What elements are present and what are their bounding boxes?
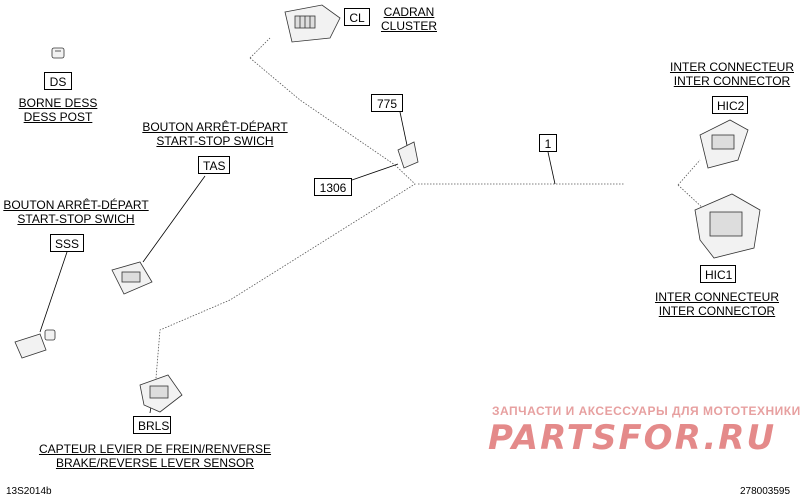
leader-sss (39, 251, 68, 333)
code-box-hic1: HIC1 (700, 265, 736, 283)
code-box-brls: BRLS (133, 416, 171, 434)
hic2-label-en: INTER CONNECTOR (673, 74, 791, 88)
tas-label-fr: BOUTON ARRÊT-DÉPART (142, 120, 288, 134)
hic2-label-fr: INTER CONNECTEUR (669, 60, 794, 74)
brls-label-en: BRAKE/REVERSE LEVER SENSOR (55, 456, 255, 470)
tas-label-en: START-STOP SWICH (156, 134, 274, 148)
code-box-hic2: HIC2 (712, 96, 748, 114)
hic1-label: INTER CONNECTEUR INTER CONNECTOR (650, 290, 784, 318)
code-box-cl: CL (344, 8, 370, 26)
cluster-connector-icon (284, 4, 341, 43)
ds-label: BORNE DESS DESS POST (8, 96, 108, 124)
watermark-tagline: ЗАПЧАСТИ И АКСЕССУАРЫ ДЛЯ МОТОТЕХНИКИ (492, 404, 800, 418)
footer-right-code: 278003595 (740, 486, 791, 497)
code-box-tas: TAS (198, 156, 230, 174)
code-box-ds: DS (44, 72, 72, 90)
tas-label: BOUTON ARRÊT-DÉPART START-STOP SWICH (130, 120, 300, 148)
splice-icon (397, 141, 419, 169)
leader-775 (399, 111, 409, 151)
footer-left-code: 13S2014b (6, 486, 52, 497)
cl-label-fr: CADRAN (383, 5, 435, 19)
leader-tas (142, 175, 206, 263)
ds-label-en: DESS POST (23, 110, 93, 124)
tas-connector-icon (111, 261, 153, 295)
hic1-label-en: INTER CONNECTOR (658, 304, 776, 318)
sss-label-en: START-STOP SWICH (17, 212, 135, 226)
code-box-775: 775 (371, 94, 403, 112)
code-box-1: 1 (539, 134, 557, 152)
ds-post-icon (51, 47, 65, 59)
hic2-label: INTER CONNECTEUR INTER CONNECTOR (665, 60, 799, 88)
harness-to-brls (154, 164, 416, 391)
code-box-sss: SSS (50, 234, 84, 252)
hic2-connector-icon (699, 119, 749, 169)
code-box-1306: 1306 (314, 178, 352, 196)
sss-label-fr: BOUTON ARRÊT-DÉPART (3, 198, 149, 212)
harness-to-cluster (249, 37, 396, 166)
cl-label: CADRAN CLUSTER (374, 5, 444, 33)
brls-connector-icon (139, 374, 183, 413)
cl-label-en: CLUSTER (380, 19, 437, 33)
harness-to-hic (677, 159, 706, 211)
leader-1306 (351, 163, 399, 181)
hic1-connector-icon (694, 193, 761, 259)
brls-label: CAPTEUR LEVIER DE FREIN/RENVERSE BRAKE/R… (30, 442, 280, 470)
sss-connector-icon (14, 329, 56, 359)
ds-label-fr: BORNE DESS (18, 96, 98, 110)
watermark-logo: PARTSFOR.RU (488, 418, 777, 458)
sss-label: BOUTON ARRÊT-DÉPART START-STOP SWICH (0, 198, 152, 226)
brls-label-fr: CAPTEUR LEVIER DE FREIN/RENVERSE (38, 442, 272, 456)
hic1-label-fr: INTER CONNECTEUR (654, 290, 779, 304)
leader-1 (547, 151, 556, 185)
